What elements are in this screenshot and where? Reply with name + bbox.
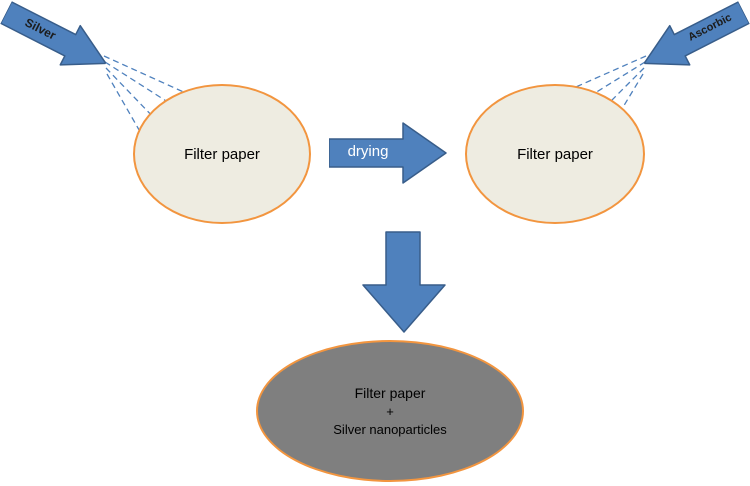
result-label-line2: Silver nanoparticles [333, 422, 447, 437]
filter-paper-ellipse-left: Filter paper [133, 84, 311, 224]
drying-arrow-label: drying [347, 143, 389, 160]
drying-arrow: drying [328, 121, 447, 185]
filter-paper-left-label: Filter paper [184, 145, 260, 163]
down-arrow-shape [362, 231, 446, 333]
arrow-shape [0, 1, 107, 66]
result-label-plus: + [386, 404, 394, 419]
ascorbic-arrow: Ascorbic [633, 0, 750, 85]
arrow-shape [643, 1, 750, 66]
spray-line [104, 61, 175, 107]
result-ellipse: Filter paper + Silver nanoparticles [256, 340, 524, 482]
filter-paper-ellipse-right: Filter paper [465, 84, 645, 224]
arrow-shape [362, 231, 446, 333]
silver-arrow-shape [0, 1, 107, 66]
filter-paper-right-label: Filter paper [517, 145, 593, 163]
arrow-shape [328, 122, 447, 184]
drying-arrow-shape [328, 122, 447, 184]
down-arrow [362, 231, 446, 333]
spray-line [103, 55, 189, 95]
ascorbic-arrow-shape [643, 1, 750, 66]
result-label-line1: Filter paper [354, 385, 426, 401]
silver-arrow: Silver [0, 0, 117, 85]
